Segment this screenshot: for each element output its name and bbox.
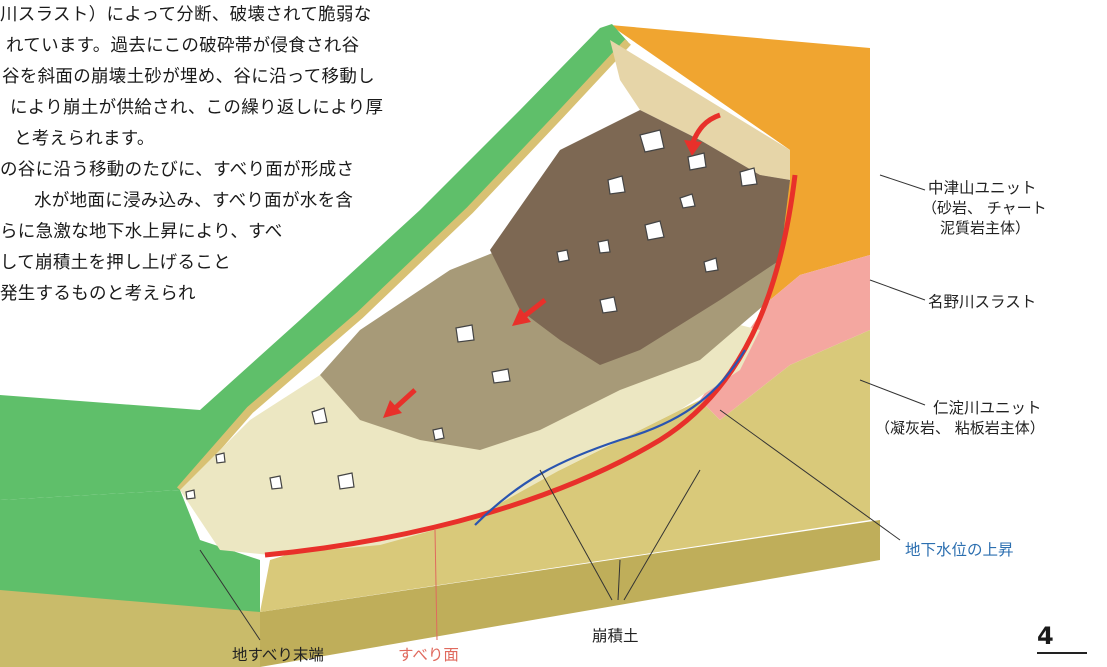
- boulders: [185, 129, 758, 500]
- landslide-toe-label: 地すべり末端: [232, 646, 324, 664]
- intro-line: と考えられます。: [14, 129, 155, 149]
- intro-line: の谷に沿う移動のたびに、すべり面が形成さ: [0, 160, 355, 180]
- nakatsuyama-unit-face: [610, 25, 870, 300]
- intro-line: 水が地面に浸み込み、すべり面が水を含: [34, 191, 354, 211]
- intro-line: 谷を斜面の崩壊土砂が埋め、谷に沿って移動し: [2, 67, 375, 87]
- grass-surface-toe: [0, 490, 260, 612]
- groundwater-rise-label: 地下水位の上昇: [905, 541, 1014, 559]
- intro-line: 川スラスト）によって分断、破壊されて脆弱な: [0, 5, 372, 25]
- movement-arrow: [512, 298, 547, 326]
- intro-line: 発生するものと考えられ: [0, 284, 196, 304]
- nanokawa-thrust-band: [700, 255, 870, 420]
- niyodogawa-title: 仁淀川ユニット: [933, 399, 1042, 417]
- nakatsuyama-title: 中津山ユニット: [928, 179, 1037, 197]
- colluvium-label: 崩積土: [592, 627, 639, 645]
- head-scarp: [610, 40, 790, 180]
- colluvium-dark-layer: [490, 110, 790, 365]
- leader-lines: [199, 174, 926, 641]
- groundwater-level-line: [474, 349, 746, 526]
- niyodogawa-unit-label: 仁淀川ユニット （凝灰岩、 粘板岩主体）: [875, 398, 1045, 438]
- page-number: 4: [1037, 622, 1087, 654]
- nakatsuyama-sub1: （砂岩、 チャート: [922, 199, 1047, 217]
- intro-line: らに急激な地下水上昇により、すべ: [0, 222, 283, 242]
- nakatsuyama-unit-label: 中津山ユニット （砂岩、 チャート 泥質岩主体）: [922, 178, 1047, 238]
- niyodogawa-sub: （凝灰岩、 粘板岩主体）: [875, 419, 1045, 437]
- slip-surface-line: [264, 174, 798, 558]
- intro-paragraph: 川スラスト）によって分断、破壊されて脆弱な れています。過去にこの破砕帯が侵食さ…: [0, 0, 383, 310]
- nanokawa-thrust-label: 名野川スラスト: [928, 293, 1037, 311]
- slip-surface-label: すべり面: [398, 646, 459, 664]
- grass-surface-ridge: [0, 24, 628, 500]
- scarp-edge: [176, 39, 631, 493]
- nakatsuyama-sub2: 泥質岩主体）: [940, 219, 1031, 237]
- niyodogawa-unit-face: [260, 330, 870, 612]
- intro-line: れています。過去にこの破砕帯が侵食され谷: [6, 36, 360, 56]
- intro-line: により崩土が供給され、この繰り返しにより厚: [10, 98, 384, 118]
- movement-arrow: [383, 388, 417, 418]
- movement-arrow: [684, 112, 721, 156]
- front-face-right: [260, 520, 880, 667]
- intro-line: して崩積土を押し上げること: [0, 253, 231, 273]
